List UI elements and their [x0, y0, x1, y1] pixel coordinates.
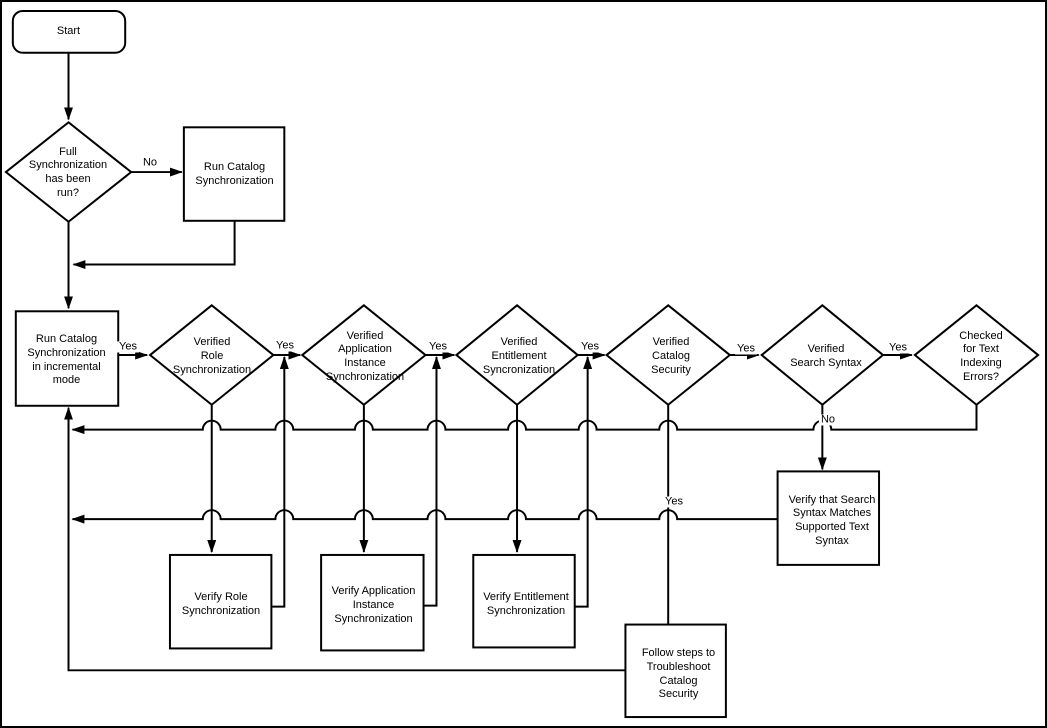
edge-verifyapp-up — [423, 356, 441, 607]
incremental-box-shape — [14, 310, 120, 407]
checked-textindexing-diamond-shape — [913, 304, 1040, 407]
followsteps-box-shape — [624, 623, 727, 719]
edge-runsync-return — [72, 220, 236, 270]
edge-verifysearch-return-line — [71, 509, 778, 524]
edge-verifyrole-up — [271, 356, 289, 608]
edge-textindexing-return-line — [71, 404, 978, 435]
verified-role-diamond-shape — [148, 304, 275, 407]
verify-searchsyntax-box-shape — [776, 470, 881, 566]
edge-followsteps-return-line — [64, 406, 626, 672]
fullsync-diamond-shape — [4, 121, 133, 224]
verify-role-box-shape — [168, 553, 273, 650]
verified-catalogsecurity-diamond-shape — [604, 304, 732, 407]
runsync-box-shape — [182, 126, 286, 222]
start-node-shape — [11, 9, 127, 54]
verified-entitlement-diamond-shape — [454, 304, 580, 407]
edge-verifyentitlement-up — [574, 356, 593, 608]
verify-entitlement-box-shape — [472, 553, 576, 649]
verify-appinstance-box-shape — [320, 553, 425, 652]
verified-appinstance-diamond-shape — [300, 304, 428, 407]
verified-searchsyntax-diamond-shape — [760, 304, 885, 407]
